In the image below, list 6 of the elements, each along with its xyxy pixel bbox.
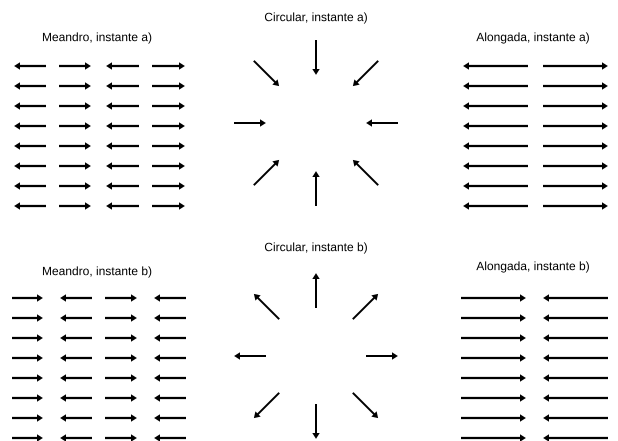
panel-title: Circular, instante a) (264, 12, 367, 24)
panel-title: Alongada, instante b) (476, 261, 589, 273)
panel-title: Meandro, instante b) (42, 266, 152, 278)
panel-title: Meandro, instante a) (42, 32, 152, 44)
panel-title: Alongada, instante a) (476, 32, 589, 44)
panel-title: Circular, instante b) (264, 242, 367, 254)
